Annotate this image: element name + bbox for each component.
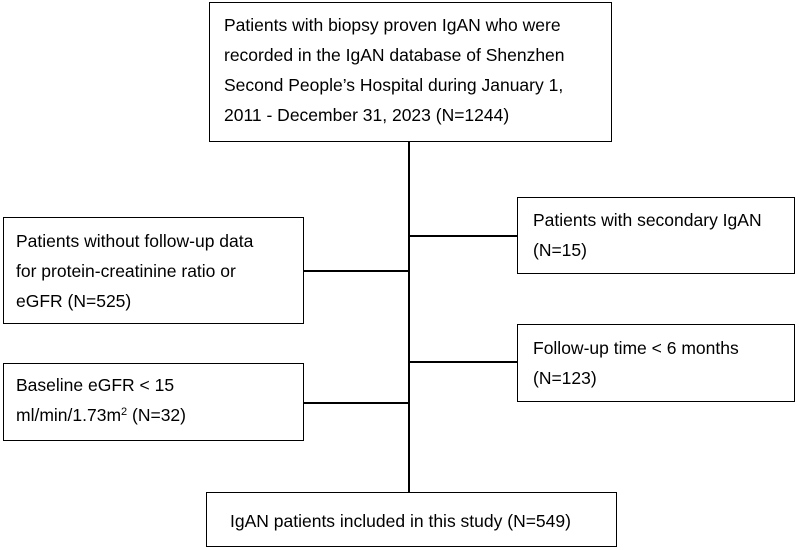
no-follow-up-data-line-3: eGFR (N=525) bbox=[16, 291, 132, 311]
initial-cohort-line-2: recorded in the IgAN database of Shenzhe… bbox=[224, 45, 565, 65]
secondary-iga-line-2: (N=15) bbox=[533, 240, 587, 260]
no-follow-up-data-exclusion-box: Patients without follow-up data for prot… bbox=[3, 217, 304, 324]
connector-to-no-follow-up-data-box bbox=[304, 270, 410, 272]
low-egfr-unit-text: ml/min/1.73m bbox=[16, 405, 122, 425]
no-follow-up-data-line-1: Patients without follow-up data bbox=[16, 231, 254, 251]
final-cohort-text: IgAN patients included in this study (N=… bbox=[230, 511, 571, 531]
initial-cohort-box: Patients with biopsy proven IgAN who wer… bbox=[209, 2, 612, 142]
main-flow-connector bbox=[408, 142, 410, 492]
low-egfr-exclusion-box: Baseline eGFR < 15 ml/min/1.73m2 (N=32) bbox=[3, 363, 304, 441]
connector-to-low-egfr-box bbox=[304, 402, 410, 404]
short-follow-up-exclusion-box: Follow-up time < 6 months (N=123) bbox=[517, 324, 795, 402]
low-egfr-unit-superscript: 2 bbox=[121, 406, 128, 418]
initial-cohort-line-4: 2011 - December 31, 2023 (N=1244) bbox=[224, 105, 510, 125]
no-follow-up-data-line-2: for protein-creatinine ratio or bbox=[16, 261, 236, 281]
initial-cohort-line-1: Patients with biopsy proven IgAN who wer… bbox=[224, 15, 561, 35]
short-follow-up-line-2: (N=123) bbox=[533, 368, 597, 388]
connector-to-short-follow-up-box bbox=[408, 361, 517, 363]
low-egfr-line-1: Baseline eGFR < 15 bbox=[16, 375, 175, 395]
low-egfr-count-text: (N=32) bbox=[127, 405, 186, 425]
connector-to-secondary-iga-box bbox=[408, 235, 517, 237]
short-follow-up-line-1: Follow-up time < 6 months bbox=[533, 338, 739, 358]
low-egfr-line-2: ml/min/1.73m2 (N=32) bbox=[16, 400, 303, 430]
initial-cohort-line-3: Second People’s Hospital during January … bbox=[224, 75, 564, 95]
final-cohort-box: IgAN patients included in this study (N=… bbox=[206, 492, 617, 547]
secondary-iga-exclusion-box: Patients with secondary IgAN (N=15) bbox=[517, 197, 795, 274]
secondary-iga-line-1: Patients with secondary IgAN bbox=[533, 210, 762, 230]
